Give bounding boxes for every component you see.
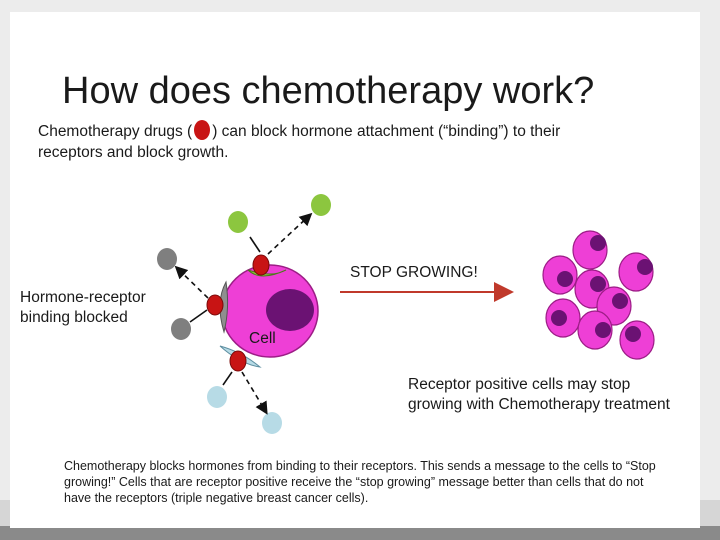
cluster-cell-nucleus [590, 276, 606, 292]
cluster-cell-nucleus [590, 235, 606, 251]
stop-growing-label: STOP GROWING! [350, 264, 478, 282]
cluster-cell-nucleus [637, 259, 653, 275]
deflect-line-top-left [250, 237, 260, 252]
receptor-positive-note: Receptor positive cells may stop growing… [408, 375, 678, 415]
hormone-green-1 [228, 211, 248, 233]
hormone-gray-1 [157, 248, 177, 270]
hormone-blue-1 [207, 386, 227, 408]
deflect-arrow-bottom-right [242, 372, 266, 412]
main-cell-nucleus [266, 289, 314, 331]
cell-label: Cell [249, 330, 276, 348]
deflect-arrow-top-right [268, 215, 310, 254]
hormone-blue-2 [262, 412, 282, 434]
cluster-cell-nucleus [557, 271, 573, 287]
cluster-cell-nucleus [595, 322, 611, 338]
slide: How does chemotherapy work? Chemotherapy… [10, 12, 700, 528]
deflect-arrow-left-top [177, 268, 208, 298]
deflect-line-left-bottom [190, 310, 207, 322]
hormone-green-2 [311, 194, 331, 216]
drug-molecule-left [207, 295, 223, 315]
cluster-cell-nucleus [625, 326, 641, 342]
cell-cluster [543, 231, 654, 359]
cluster-cell-nucleus [612, 293, 628, 309]
drug-molecule-bottom [230, 351, 246, 371]
binding-blocked-label: Hormone-receptor binding blocked [20, 288, 180, 328]
cluster-cell-nucleus [551, 310, 567, 326]
footer-note: Chemotherapy blocks hormones from bindin… [64, 458, 674, 506]
deflect-line-bottom-left [223, 372, 232, 385]
drug-molecule-top [253, 255, 269, 275]
